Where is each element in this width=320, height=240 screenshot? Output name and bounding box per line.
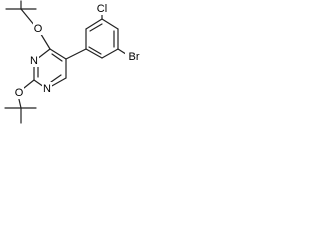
atom-label-o-top: O: [34, 23, 43, 35]
bond-phenyl-2-3: [85, 18, 103, 30]
bond-ring-c6-n1: [49, 77, 67, 88]
atom-label-chlorine: Cl: [97, 3, 107, 15]
molecule-drawing: O N N O Cl Br: [4, 0, 143, 124]
bond-ring-double-inner-1: [51, 53, 63, 62]
bond-phenyl-3-4: [101, 18, 119, 30]
label-mask-n-upper: [29, 54, 39, 67]
atom-label-group: O N N O Cl Br: [14, 2, 143, 99]
bond-upper-tbutyl-o: [20, 8, 36, 27]
atom-label-n-upper: N: [30, 55, 38, 67]
atom-label-n-lower: N: [43, 83, 51, 95]
label-mask-o-bottom: [14, 86, 24, 99]
bond-group: [4, 0, 130, 124]
chemical-structure-diagram: O N N O Cl Br: [0, 0, 151, 134]
bond-ring-to-lower-o: [23, 79, 35, 89]
atom-label-o-bottom: O: [15, 87, 24, 99]
bond-phenyl-double-inner-3: [88, 46, 102, 55]
bond-ring-n3-c4: [36, 48, 51, 60]
bond-pyrimidine-to-phenyl: [65, 48, 87, 60]
bond-ring-c4-c5: [49, 48, 67, 60]
label-mask-n-lower: [42, 82, 52, 95]
atom-label-bromine: Br: [129, 51, 140, 63]
label-mask-o-top: [33, 22, 43, 35]
bond-phenyl-double-inner-1: [89, 23, 103, 32]
bond-ring-double-inner-2: [50, 74, 62, 83]
label-mask-chlorine: [94, 2, 110, 15]
bond-phenyl-6-1: [85, 48, 103, 59]
label-mask-bromine: [125, 50, 143, 63]
bond-phenyl-5-6: [101, 48, 119, 59]
